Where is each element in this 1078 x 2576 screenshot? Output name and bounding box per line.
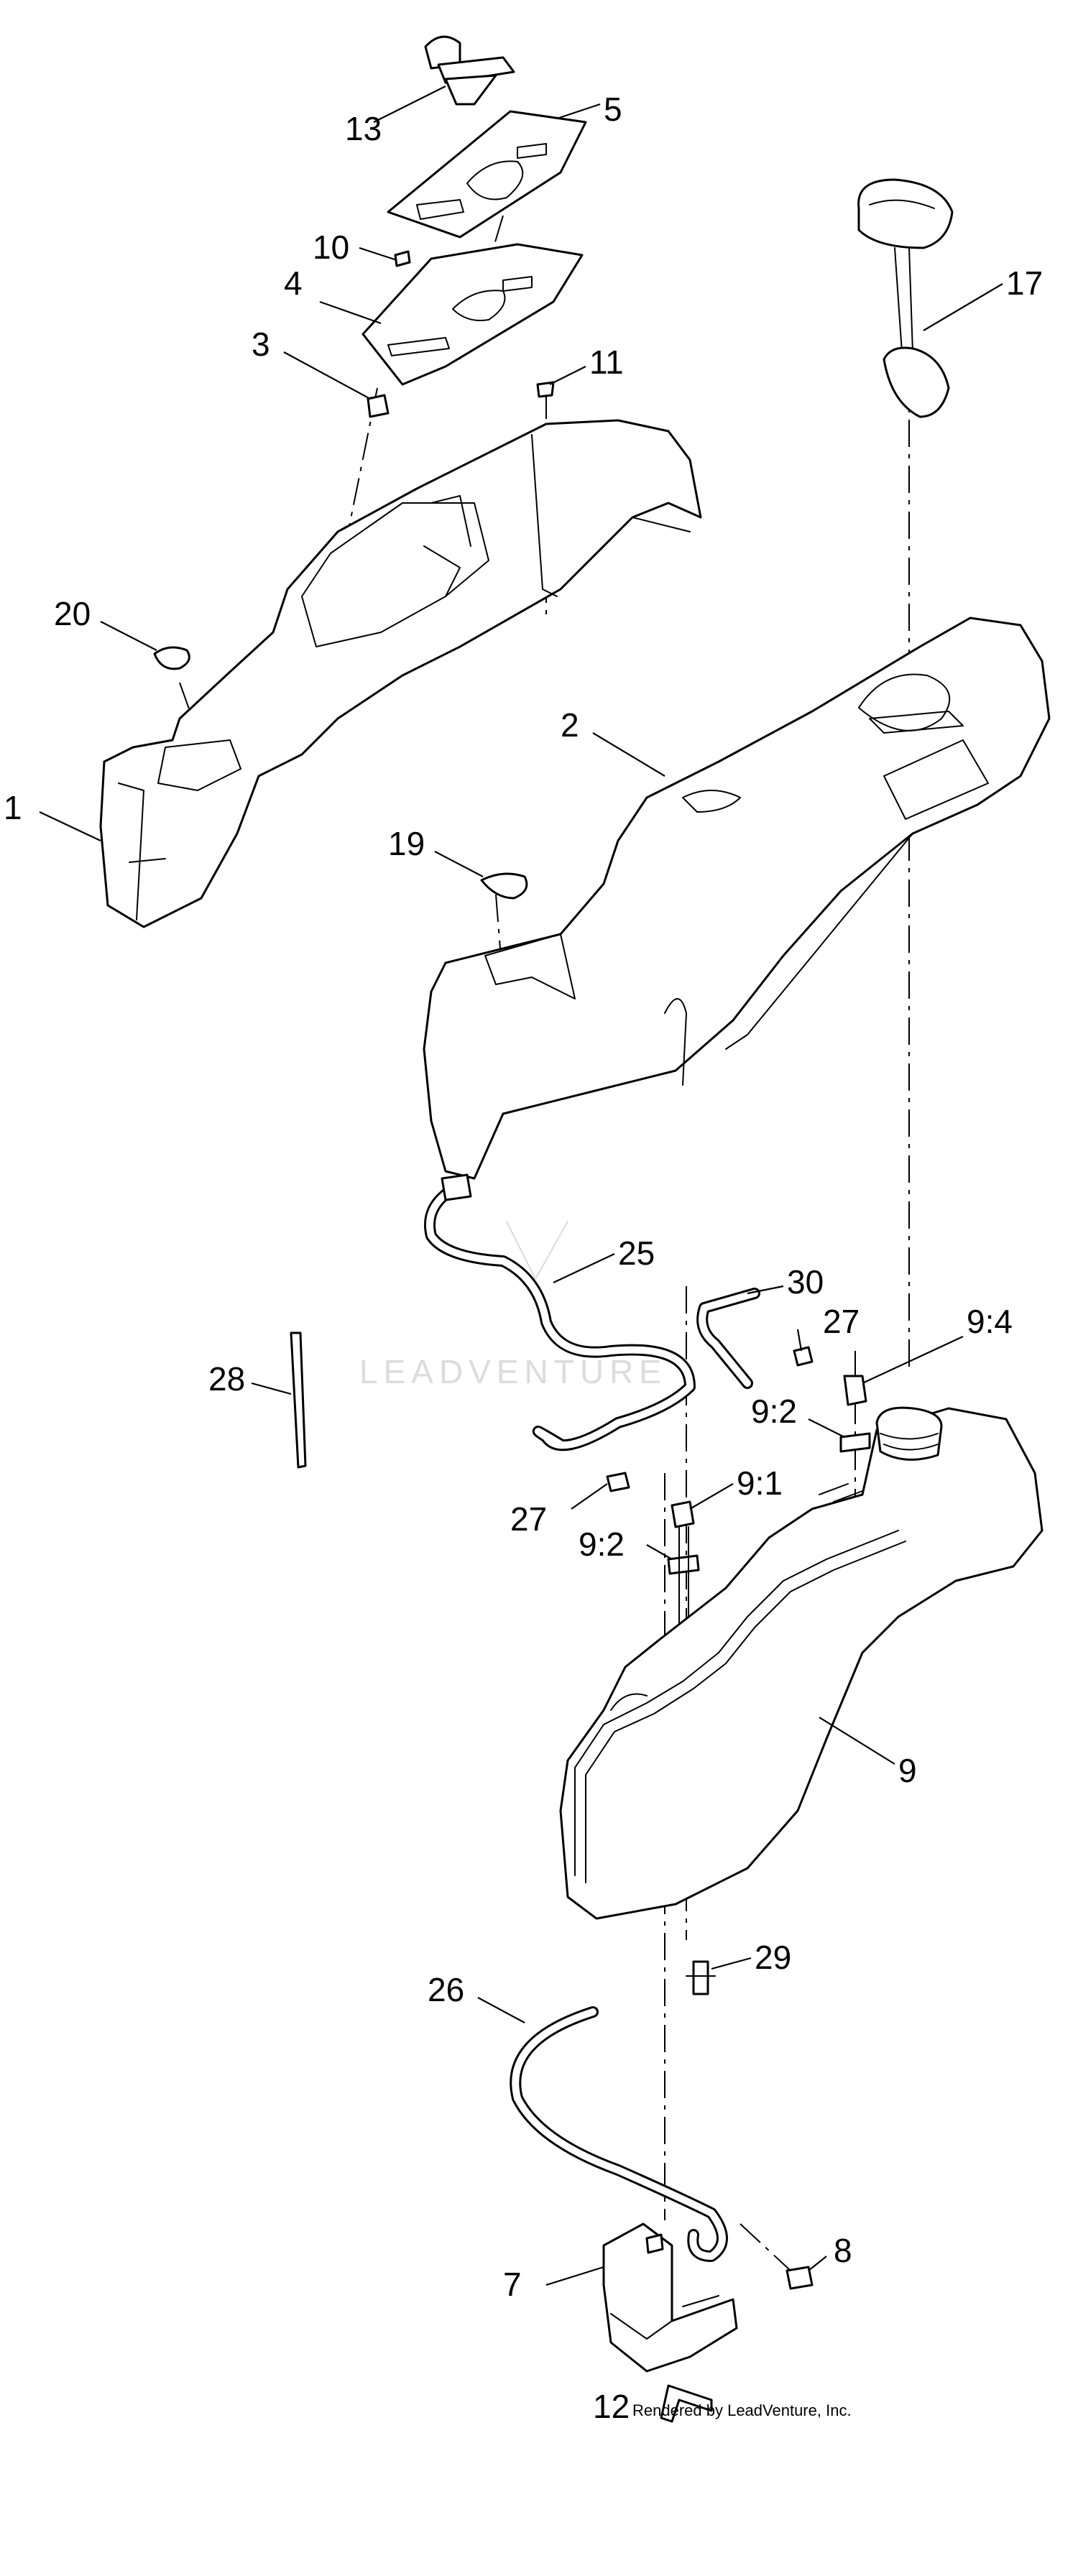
callout-5: 5 [604, 91, 622, 128]
part-8-bolt [786, 2266, 814, 2290]
callout-17: 17 [1006, 264, 1043, 302]
callout-3: 3 [252, 326, 270, 363]
part-20-decal [153, 646, 190, 670]
callout-12: 12 [593, 2388, 630, 2425]
callout-30: 30 [787, 1263, 824, 1301]
part-19-decal [480, 872, 528, 900]
part-28-tie-strap [290, 1331, 307, 1469]
fasteners-top [367, 250, 555, 418]
callout-9: 9 [898, 1752, 917, 1789]
callout-7: 7 [503, 2266, 522, 2303]
callout-2: 2 [561, 706, 579, 744]
callout-1: 1 [4, 789, 22, 826]
part-4-panel [361, 243, 584, 386]
part-1-rear-hood [99, 419, 702, 928]
callout-10: 10 [313, 228, 349, 266]
callout-9-1: 9:1 [737, 1464, 783, 1502]
watermark: LEADVENTURE [359, 1221, 667, 1390]
callout-11: 11 [589, 343, 624, 381]
part-9-fuel-tank [559, 1406, 1044, 1920]
callout-25: 25 [618, 1234, 655, 1272]
callout-9-2b: 9:2 [579, 1525, 625, 1563]
part-13-control-knob [424, 35, 515, 106]
callout-28: 28 [208, 1360, 245, 1398]
callout-29: 29 [755, 1939, 791, 1976]
part-25-hose [424, 1173, 696, 1451]
part-29-fitting [686, 1960, 716, 1995]
part-5-decal-plate [387, 110, 587, 239]
callout-20: 20 [54, 595, 91, 632]
credit-text: Rendered by LeadVenture, Inc. [632, 2401, 852, 2419]
part-26-hose [510, 2006, 728, 2262]
callout-13: 13 [345, 110, 382, 147]
callout-19: 19 [388, 825, 425, 862]
callout-26: 26 [428, 1971, 464, 2008]
part-17-fuel-cap [857, 178, 954, 418]
part-12-clip [660, 2384, 713, 2423]
callout-4: 4 [284, 264, 303, 302]
leader-lines [39, 86, 1003, 2286]
callout-8: 8 [834, 2232, 852, 2269]
watermark-text: LEADVENTURE [359, 1353, 667, 1390]
callout-9-4: 9:4 [967, 1303, 1013, 1340]
part-2-front-hood [423, 617, 1051, 1180]
callout-9-2a: 9:2 [751, 1393, 797, 1430]
callout-27b: 27 [510, 1500, 547, 1538]
part-30-hose [696, 1288, 760, 1389]
part-7-bracket [602, 2222, 738, 2373]
callouts: 13 5 10 4 3 11 17 20 2 1 19 25 30 27 9:4… [4, 91, 1043, 2425]
callout-27a: 27 [823, 1303, 860, 1340]
